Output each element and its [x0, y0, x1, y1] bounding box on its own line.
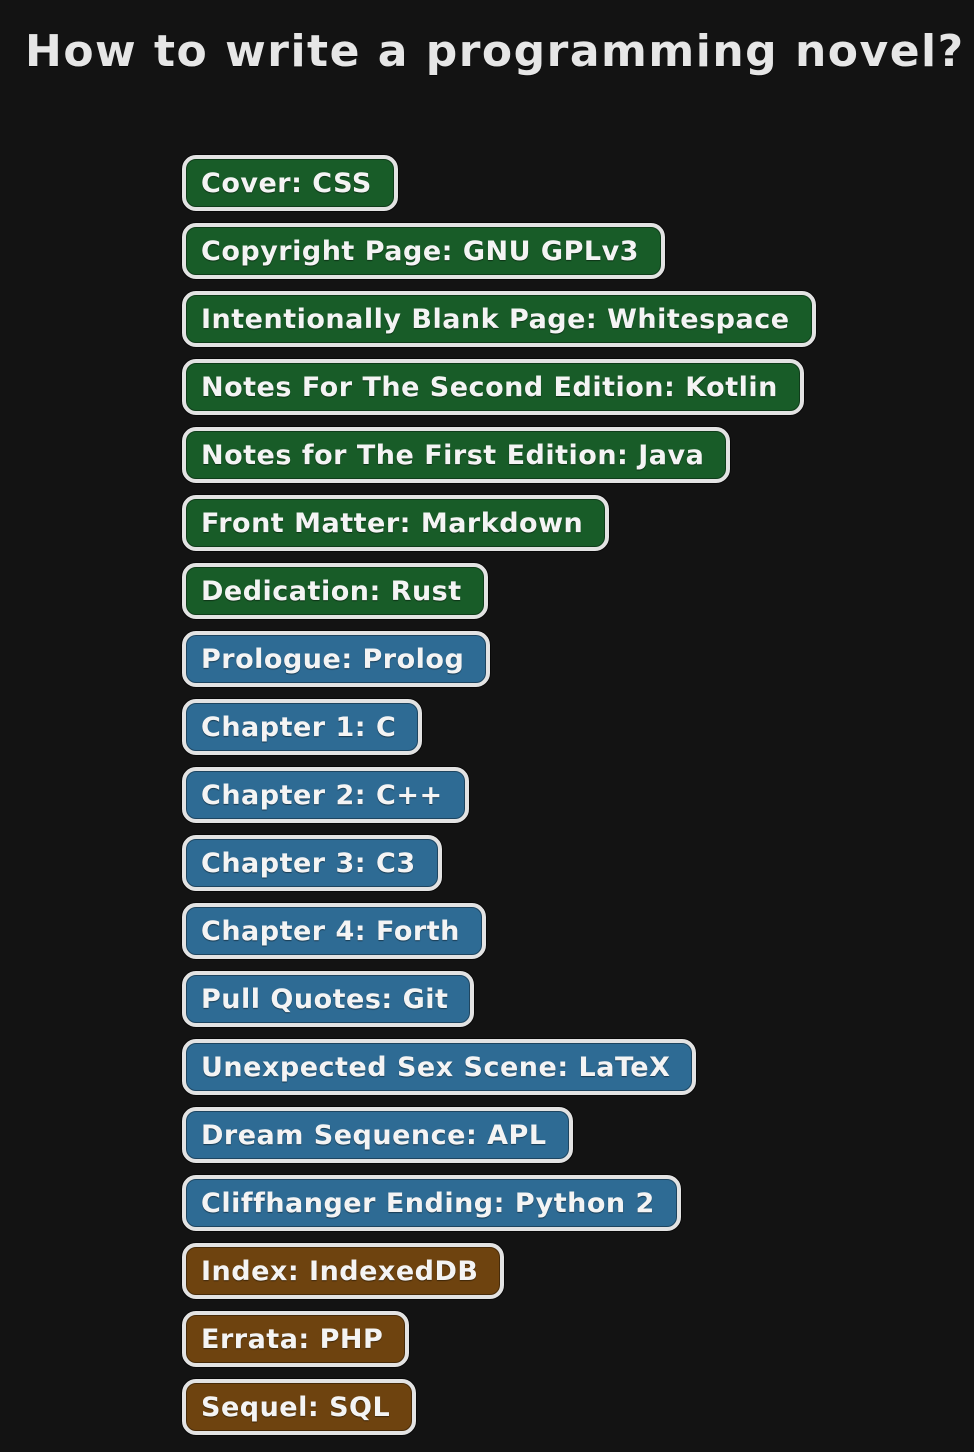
page-title: How to write a programming novel?: [25, 26, 965, 77]
badge-item: Errata: PHP: [182, 1311, 410, 1367]
badge-item: Pull Quotes: Git: [182, 971, 475, 1027]
badge-item: Dedication: Rust: [182, 563, 488, 619]
badge-item: Notes for The First Edition: Java: [182, 427, 731, 483]
badge-item: Dream Sequence: APL: [182, 1107, 573, 1163]
badge-item: Unexpected Sex Scene: LaTeX: [182, 1039, 697, 1095]
badge-item: Chapter 2: C++: [182, 767, 469, 823]
badge-item: Index: IndexedDB: [182, 1243, 505, 1299]
badge-item: Cover: CSS: [182, 155, 398, 211]
badge-item: Copyright Page: GNU GPLv3: [182, 223, 665, 279]
badge-item: Intentionally Blank Page: Whitespace: [182, 291, 816, 347]
badge-item: Sequel: SQL: [182, 1379, 417, 1435]
badge-item: Front Matter: Markdown: [182, 495, 610, 551]
badge-item: Notes For The Second Edition: Kotlin: [182, 359, 804, 415]
badge-item: Chapter 3: C3: [182, 835, 442, 891]
badge-item: Cliffhanger Ending: Python 2: [182, 1175, 681, 1231]
badge-item: Prologue: Prolog: [182, 631, 491, 687]
badge-item: Chapter 1: C: [182, 699, 423, 755]
badge-item: Chapter 4: Forth: [182, 903, 486, 959]
